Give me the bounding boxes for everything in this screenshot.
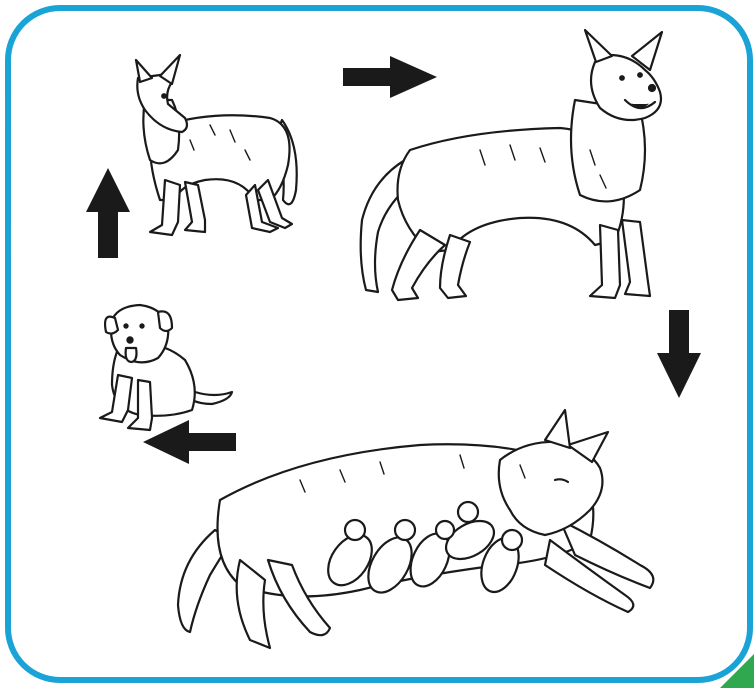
life-cycle-diagram <box>0 0 754 688</box>
diagram-canvas <box>0 0 754 688</box>
